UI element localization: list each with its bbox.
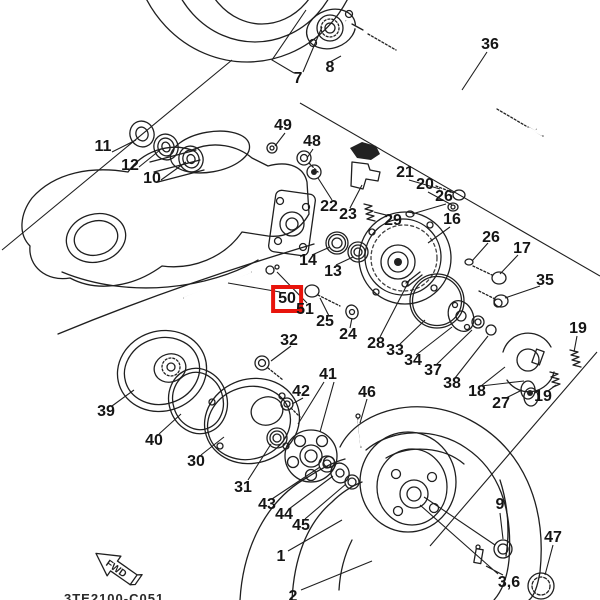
part-callout-30[interactable]: 30	[187, 453, 205, 470]
part-code: 3TE2100-C051	[64, 591, 165, 600]
part-callout-27[interactable]: 27	[492, 395, 510, 412]
brake-backing-plate	[358, 211, 452, 305]
backing-plate-fasteners	[409, 258, 509, 336]
part-callout-32[interactable]: 32	[280, 332, 298, 349]
part-callout-22[interactable]: 22	[320, 198, 338, 215]
pivot-pin-group	[57, 243, 315, 335]
part-callout-26-2[interactable]: 26	[482, 229, 500, 246]
part-callout-35[interactable]: 35	[536, 272, 554, 289]
part-callout-1[interactable]: 1	[276, 548, 286, 565]
part-callout-39[interactable]: 39	[97, 403, 115, 420]
rear-wheel	[239, 406, 542, 600]
part-callout-43[interactable]: 43	[258, 496, 276, 513]
part-callout-18[interactable]: 18	[468, 383, 486, 400]
part-callout-11[interactable]: 11	[94, 138, 112, 155]
leader-lines	[111, 9, 578, 591]
part-callout-13[interactable]: 13	[324, 263, 342, 280]
part-callout-41[interactable]: 41	[319, 366, 337, 383]
part-callout-36[interactable]: 36	[481, 36, 499, 53]
part-callout-3-6[interactable]: 3,6	[497, 574, 521, 591]
part-callout-47[interactable]: 47	[544, 529, 562, 546]
rear-gear-case	[21, 130, 316, 289]
part-callout-2[interactable]: 2	[288, 588, 298, 600]
part-callout-14[interactable]: 14	[299, 252, 317, 269]
brake-drum-group	[116, 329, 301, 465]
part-callout-17[interactable]: 17	[513, 240, 531, 257]
part-callout-37[interactable]: 37	[424, 362, 442, 379]
part-callout-29[interactable]: 29	[384, 212, 402, 229]
part-callout-9[interactable]: 9	[495, 496, 505, 513]
fwd-label: FWD	[103, 558, 128, 580]
lug-nut-and-cap	[493, 539, 555, 600]
part-callout-33[interactable]: 33	[386, 342, 404, 359]
part-callout-46[interactable]: 46	[358, 384, 376, 401]
part-callout-12[interactable]: 12	[121, 157, 139, 174]
part-callout-42[interactable]: 42	[292, 383, 310, 400]
wheel-hub-group	[280, 397, 362, 490]
part-callout-20[interactable]: 20	[416, 176, 434, 193]
axle-bearing-seal	[325, 231, 369, 263]
part-callout-19[interactable]: 19	[569, 320, 587, 337]
part-callout-51[interactable]: 51	[296, 301, 314, 318]
part-callout-19-2[interactable]: 19	[534, 388, 552, 405]
part-callout-10[interactable]: 10	[143, 170, 161, 187]
front-tire-partial	[146, 0, 348, 63]
part-callout-48[interactable]: 48	[303, 133, 321, 150]
part-callout-7[interactable]: 7	[293, 70, 303, 87]
part-callout-23[interactable]: 23	[339, 206, 357, 223]
section-lines	[1, 59, 600, 547]
part-callout-26[interactable]: 26	[435, 188, 453, 205]
fwd-direction-arrow: FWD	[95, 552, 143, 586]
part-callout-28[interactable]: 28	[367, 335, 385, 352]
part-callout-8[interactable]: 8	[325, 59, 335, 76]
brake-cam-lever-group	[306, 142, 466, 222]
part-callout-45[interactable]: 45	[292, 517, 310, 534]
part-callout-25[interactable]: 25	[316, 313, 334, 330]
brake-shoe-assembly	[493, 298, 582, 407]
part-callout-50[interactable]: 50	[271, 285, 303, 313]
part-callout-44[interactable]: 44	[275, 506, 293, 523]
gear-case-seal-set	[129, 120, 204, 173]
center-fasteners	[254, 271, 423, 381]
part-callout-34[interactable]: 34	[404, 352, 422, 369]
top-wheel-hub	[305, 8, 357, 50]
part-callout-49[interactable]: 49	[274, 117, 292, 134]
part-callout-24[interactable]: 24	[339, 326, 357, 343]
part-callout-16[interactable]: 16	[443, 211, 461, 228]
rear-axle-shaft	[345, 20, 544, 137]
part-callout-38[interactable]: 38	[443, 375, 461, 392]
part-callout-21[interactable]: 21	[396, 164, 414, 181]
part-callout-31[interactable]: 31	[234, 479, 252, 496]
part-callout-40[interactable]: 40	[145, 432, 163, 449]
